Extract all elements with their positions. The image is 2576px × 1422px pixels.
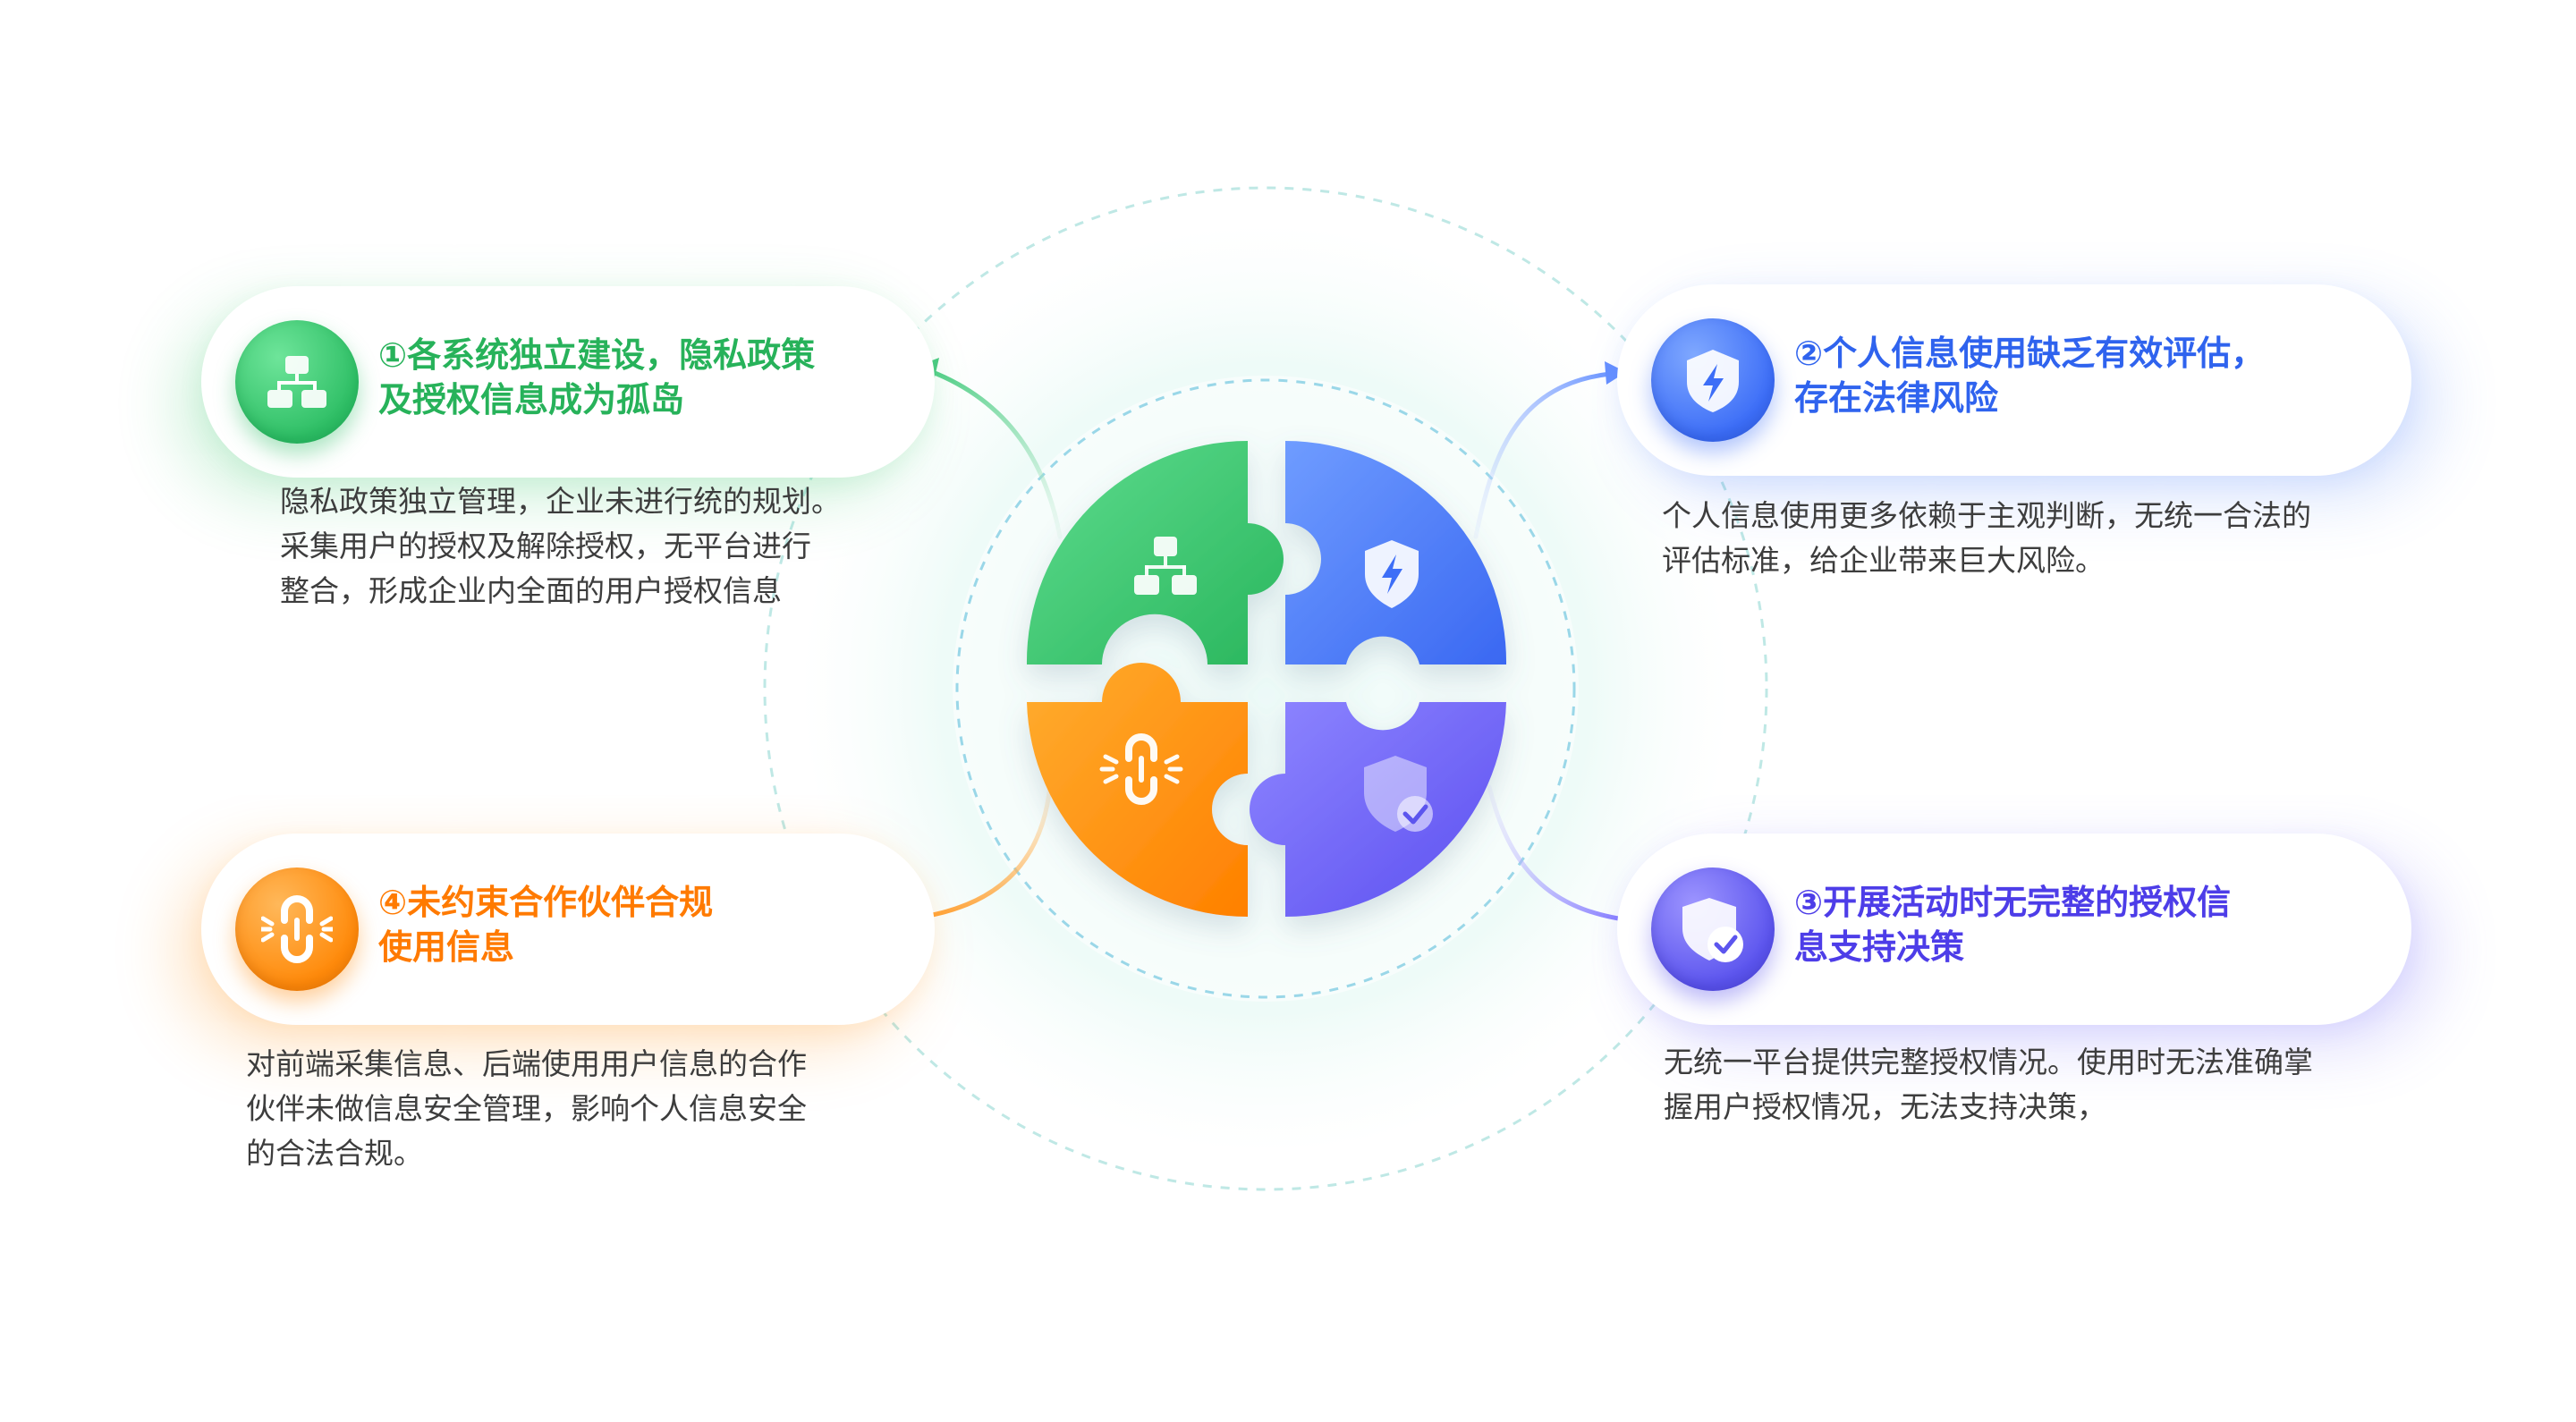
outer-dashed-ring [763, 186, 1768, 1191]
arrow-to-card-4 [920, 771, 1054, 919]
card-1-description: 隐私政策独立管理，企业未进行统的规划。 采集用户的授权及解除授权，无平台进行 整… [280, 484, 841, 608]
card-4-title: ④未约束合作伙伴合规 使用信息 [378, 883, 714, 967]
card-2-description: 个人信息使用更多依赖于主观判断，无统一合法的 评估标准，给企业带来巨大风险。 [1662, 498, 2311, 578]
card-1: ①各系统独立建设，隐私政策 及授权信息成为孤岛 [201, 286, 935, 478]
network-hierarchy-icon [1134, 537, 1197, 595]
inner-white-disk [953, 376, 1579, 1002]
arrow-to-card-3 [1487, 784, 1640, 924]
puzzle-piece-orange [1027, 663, 1248, 917]
puzzle-piece-purple [1250, 702, 1506, 917]
shield-lightning-icon [1651, 318, 1775, 442]
card-3: ③开展活动时无完整的授权信 息支持决策 [1617, 834, 2411, 1025]
shield-check-icon [1651, 868, 1775, 991]
network-hierarchy-icon [235, 320, 359, 444]
broken-link-icon [1099, 733, 1183, 805]
card-2-title: ②个人信息使用缺乏有效评估， 存在法律风险 [1794, 334, 2266, 418]
inner-dashed-ring [955, 378, 1576, 999]
card-3-description: 无统一平台提供完整授权情况。使用时无法准确掌 握用户授权情况，无法支持决策， [1664, 1045, 2313, 1124]
card-3-title: ③开展活动时无完整的授权信 息支持决策 [1794, 883, 2232, 967]
card-4-description: 对前端采集信息、后端使用用户信息的合作 伙伴未做信息安全管理，影响个人信息安全 … [246, 1046, 807, 1171]
shield-lightning-icon [1365, 540, 1419, 608]
arrow-head-2 [1605, 361, 1626, 385]
broken-link-icon [235, 868, 359, 991]
card-4: ④未约束合作伙伴合规 使用信息 [201, 834, 935, 1025]
arrow-to-card-2 [1473, 371, 1613, 539]
card-2: ②个人信息使用缺乏有效评估， 存在法律风险 [1617, 284, 2411, 476]
arrow-to-card-1 [928, 368, 1063, 539]
card-1-title: ①各系统独立建设，隐私政策 及授权信息成为孤岛 [378, 335, 816, 419]
shield-check-icon [1364, 756, 1433, 832]
